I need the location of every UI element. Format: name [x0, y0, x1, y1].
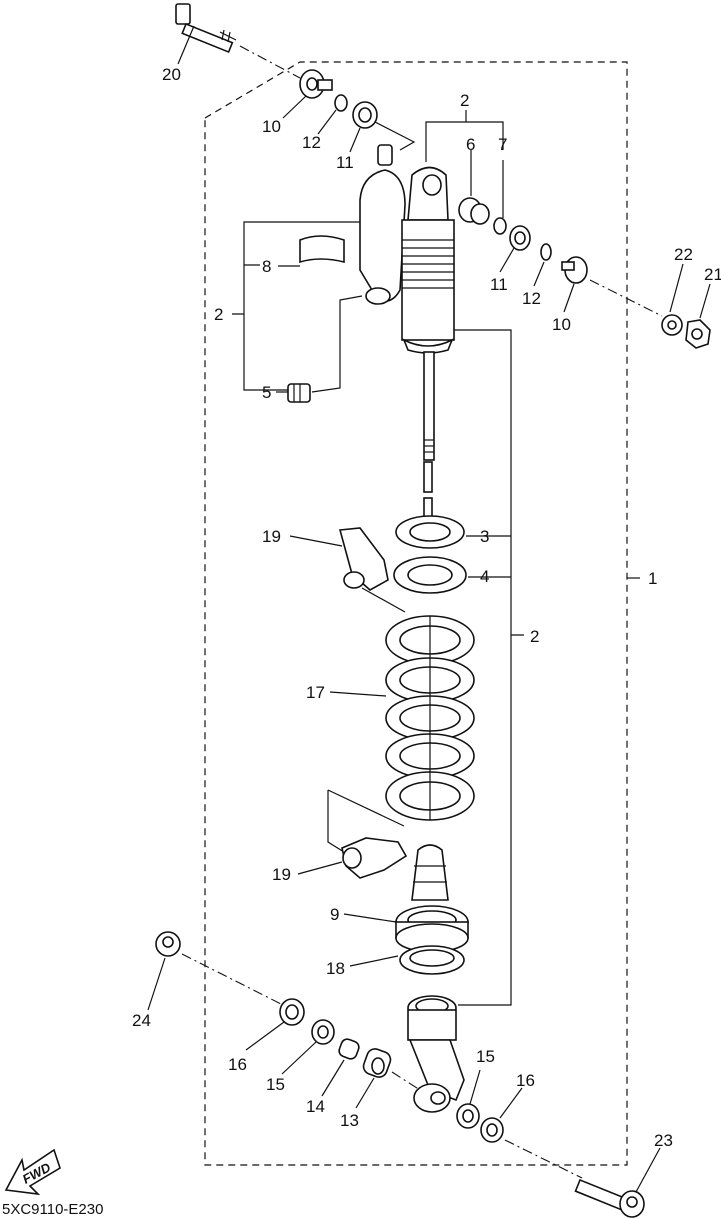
shock-main-body — [401, 166, 455, 461]
callout-5: 5 — [262, 383, 271, 402]
guide-line-19-lower — [327, 789, 405, 853]
callout-24: 24 — [132, 1011, 151, 1030]
part-17-spring — [385, 615, 475, 821]
part-10-collar-left — [299, 69, 333, 99]
callout-15-right: 15 — [476, 1047, 495, 1066]
part-14-collar — [338, 1038, 360, 1060]
callout-2-top: 2 — [460, 91, 469, 110]
bracket-2-left — [232, 221, 363, 393]
callout-8: 8 — [262, 257, 271, 276]
part-18-guide — [399, 945, 465, 975]
callout-20: 20 — [162, 65, 181, 84]
part-19-spring-guide-lower — [341, 837, 408, 879]
callout-23: 23 — [654, 1131, 673, 1150]
callout-11-left: 11 — [336, 153, 354, 172]
part-9-cap — [395, 905, 469, 953]
callout-17: 17 — [306, 683, 325, 702]
part-8-label — [299, 235, 345, 264]
part-15-oil-seal-right — [456, 1103, 480, 1129]
part-24-collar — [155, 931, 181, 957]
callout-7: 7 — [498, 135, 507, 154]
axis-line-lower-left — [181, 953, 286, 1007]
part-19-spring-guide-upper — [338, 527, 389, 591]
part-4-adjuster — [393, 556, 467, 594]
callout-3: 3 — [480, 527, 489, 546]
callout-22: 22 — [674, 245, 693, 264]
part-12-oil-seal-right — [540, 243, 552, 261]
shock-lower-clevis — [407, 995, 465, 1113]
callout-10-left: 10 — [262, 117, 281, 136]
part-7-circlip — [493, 217, 507, 235]
part-15-oil-seal-left — [311, 1019, 335, 1045]
callout-12-left: 12 — [302, 133, 321, 152]
part-16-washer-right — [480, 1117, 504, 1143]
callout-19-lower: 19 — [272, 865, 291, 884]
callout-19-upper: 19 — [262, 527, 281, 546]
part-13-bearing — [362, 1048, 392, 1078]
part-10-collar-right — [561, 256, 588, 284]
part-11-bearing-left — [352, 101, 378, 129]
shock-reservoir-body — [359, 144, 406, 305]
callout-14: 14 — [306, 1097, 325, 1116]
callout-1: 1 — [648, 569, 657, 588]
rod-pin — [423, 461, 433, 493]
bump-stopper — [411, 844, 449, 901]
callout-18: 18 — [326, 959, 345, 978]
diagram-code: 5XC9110-E230 — [2, 1201, 103, 1218]
callout-16-right: 16 — [516, 1071, 535, 1090]
leader-lines — [147, 25, 711, 1193]
callout-10-right: 10 — [552, 315, 571, 334]
fwd-arrow-icon: FWD — [4, 1148, 61, 1196]
axis-line-upper-right — [589, 279, 663, 317]
callout-15-left: 15 — [266, 1075, 285, 1094]
axis-line-lower-right — [504, 1139, 583, 1179]
part-5-valve — [287, 383, 311, 403]
callout-2-left: 2 — [214, 305, 223, 324]
part-3-lock-nut — [395, 515, 465, 549]
part-6-bushing — [458, 197, 490, 225]
bracket-2-top — [425, 110, 504, 218]
callout-6: 6 — [466, 135, 475, 154]
callout-9: 9 — [330, 905, 339, 924]
callout-13: 13 — [340, 1111, 359, 1130]
part-16-washer-left — [279, 998, 305, 1026]
callout-4: 4 — [480, 567, 489, 586]
callout-11-right: 11 — [490, 275, 508, 294]
axis-line-top — [239, 45, 301, 79]
part-20-bolt — [175, 3, 237, 54]
callout-2-right: 2 — [530, 627, 539, 646]
part-11-bearing-right — [509, 225, 531, 251]
bracket-2-right — [454, 329, 524, 1006]
part-23-bolt — [574, 1178, 645, 1218]
axis-line-lower-center — [391, 1071, 421, 1091]
part-12-oil-seal-left — [334, 94, 348, 112]
part-21-nut — [685, 319, 711, 349]
part-22-washer — [661, 314, 683, 336]
guide-line-19-upper — [361, 587, 406, 613]
callout-21: 21 — [704, 265, 721, 284]
callout-12-right: 12 — [522, 289, 541, 308]
bracket-line-11 — [374, 121, 416, 151]
callout-16-left: 16 — [228, 1055, 247, 1074]
assembly-boundary-dashed — [204, 61, 628, 1166]
